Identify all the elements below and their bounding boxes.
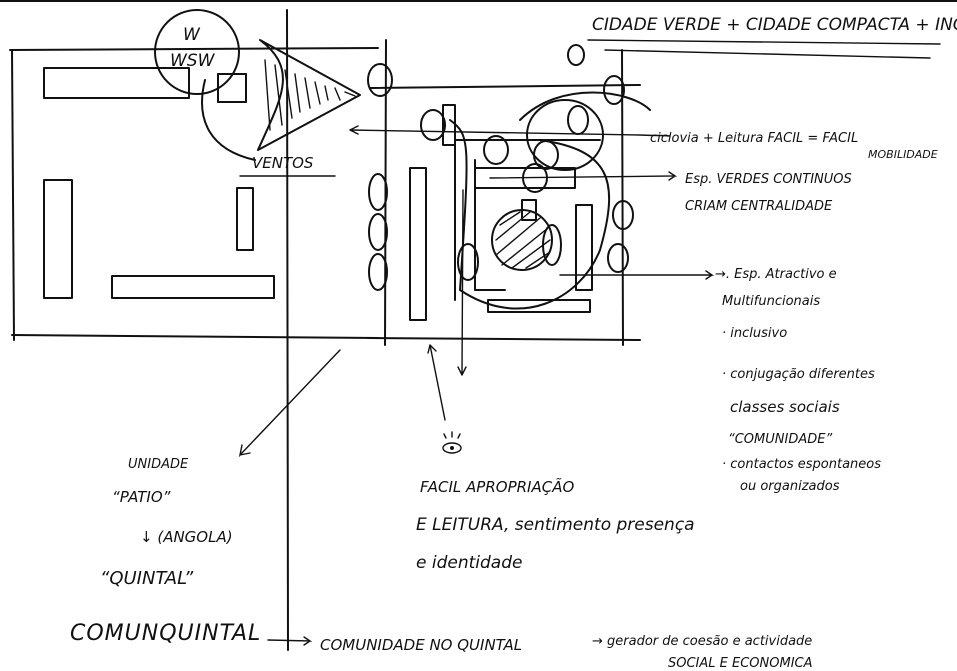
list-item: classes sociais: [730, 398, 840, 416]
note-quintal: “QUINTAL”: [100, 568, 194, 589]
title: CIDADE VERDE + CIDADE COMPACTA + INCLUSI…: [592, 15, 957, 35]
wind-circle: [154, 9, 240, 95]
wind-w: W: [183, 25, 201, 45]
note-apropriacao: FACIL APROPRIAÇÃO: [420, 477, 574, 496]
list-item: · contactos espontaneos: [722, 457, 881, 472]
arrow-bottom: [267, 636, 313, 646]
list-item: · conjugação diferentes: [722, 367, 875, 382]
note-cycle-2: MOBILIDADE: [868, 148, 938, 161]
arrow-to-unidade: [238, 349, 341, 458]
wind-wsw: WSW: [170, 51, 216, 71]
list-item: →. Esp. Atractivo e: [715, 267, 837, 282]
note-patio: “PATIO”: [112, 488, 171, 506]
arrow-attractive: [559, 270, 715, 280]
eye-icon: [442, 431, 462, 454]
arrow-down-eye: [427, 189, 467, 421]
list-item: ou organizados: [740, 479, 840, 494]
note-angola: ↓ (ANGOLA): [140, 528, 233, 546]
note-green-2: CRIAM CENTRALIDADE: [685, 199, 833, 214]
note-green-1: Esp. VERDES CONTINUOS: [685, 172, 852, 187]
left-site-plan: [9, 9, 379, 651]
note-cycle-1: ciclovia + Leitura FACIL = FACIL: [650, 131, 858, 146]
arrow-green: [489, 171, 678, 181]
title-underline: [587, 39, 941, 59]
note-leitura: E LEITURA, sentimento presença: [416, 515, 695, 535]
wind-label: VENTOS: [252, 154, 314, 172]
bottom-arrow-text: → gerador de coesão e actividade: [592, 634, 812, 649]
bottom-main: COMUNIDADE NO QUINTAL: [320, 636, 522, 654]
bottom-sub: SOCIAL E ECONOMICA: [668, 656, 813, 671]
list-item: Multifuncionais: [722, 294, 820, 309]
center-site-plan: [367, 39, 651, 346]
list-item: “COMUNIDADE”: [728, 432, 832, 447]
note-unidade: UNIDADE: [128, 457, 189, 472]
note-comunquintal: COMUNQUINTAL: [70, 621, 261, 646]
list-item: · inclusivo: [722, 326, 787, 341]
arrow-cycle: [349, 125, 671, 137]
wind-arrow-icon: [201, 39, 361, 161]
note-identidade: e identidade: [416, 553, 522, 573]
central-plaza-hatched: [491, 209, 553, 271]
